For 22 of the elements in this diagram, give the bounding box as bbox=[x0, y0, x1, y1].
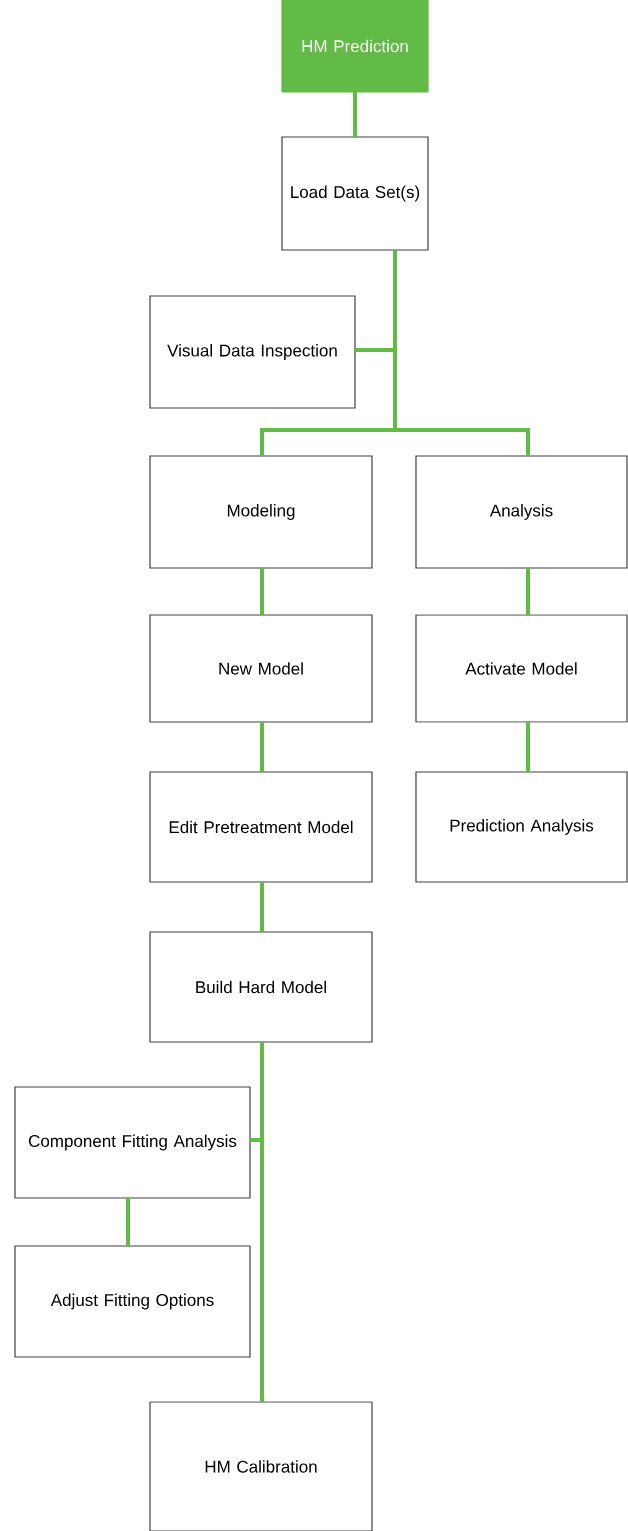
connector-line bbox=[526, 568, 530, 615]
connector-line bbox=[126, 1198, 130, 1246]
process-box: Component Fitting Analysis bbox=[14, 1086, 251, 1199]
connector-line bbox=[393, 250, 530, 456]
connector-line bbox=[260, 882, 264, 932]
process-box: Visual Data Inspection bbox=[149, 295, 356, 409]
connector-line bbox=[353, 92, 357, 137]
process-box: Activate Model bbox=[415, 614, 628, 723]
process-box: Build Hard Model bbox=[149, 931, 373, 1043]
process-box: New Model bbox=[149, 614, 373, 723]
process-box: HM Calibration bbox=[149, 1401, 373, 1531]
start-box: HM Prediction bbox=[281, 0, 429, 93]
connector-line bbox=[260, 568, 264, 615]
connector-line bbox=[260, 722, 264, 772]
process-box: Edit Pretreatment Model bbox=[149, 771, 373, 883]
process-box: Load Data Set(s) bbox=[281, 136, 429, 251]
process-box: Prediction Analysis bbox=[415, 771, 628, 883]
process-box: Modeling bbox=[149, 455, 373, 569]
connector-line bbox=[260, 1042, 264, 1402]
process-box: Adjust Fitting Options bbox=[14, 1245, 251, 1358]
process-box: Analysis bbox=[415, 455, 628, 569]
connector-line bbox=[526, 722, 530, 772]
